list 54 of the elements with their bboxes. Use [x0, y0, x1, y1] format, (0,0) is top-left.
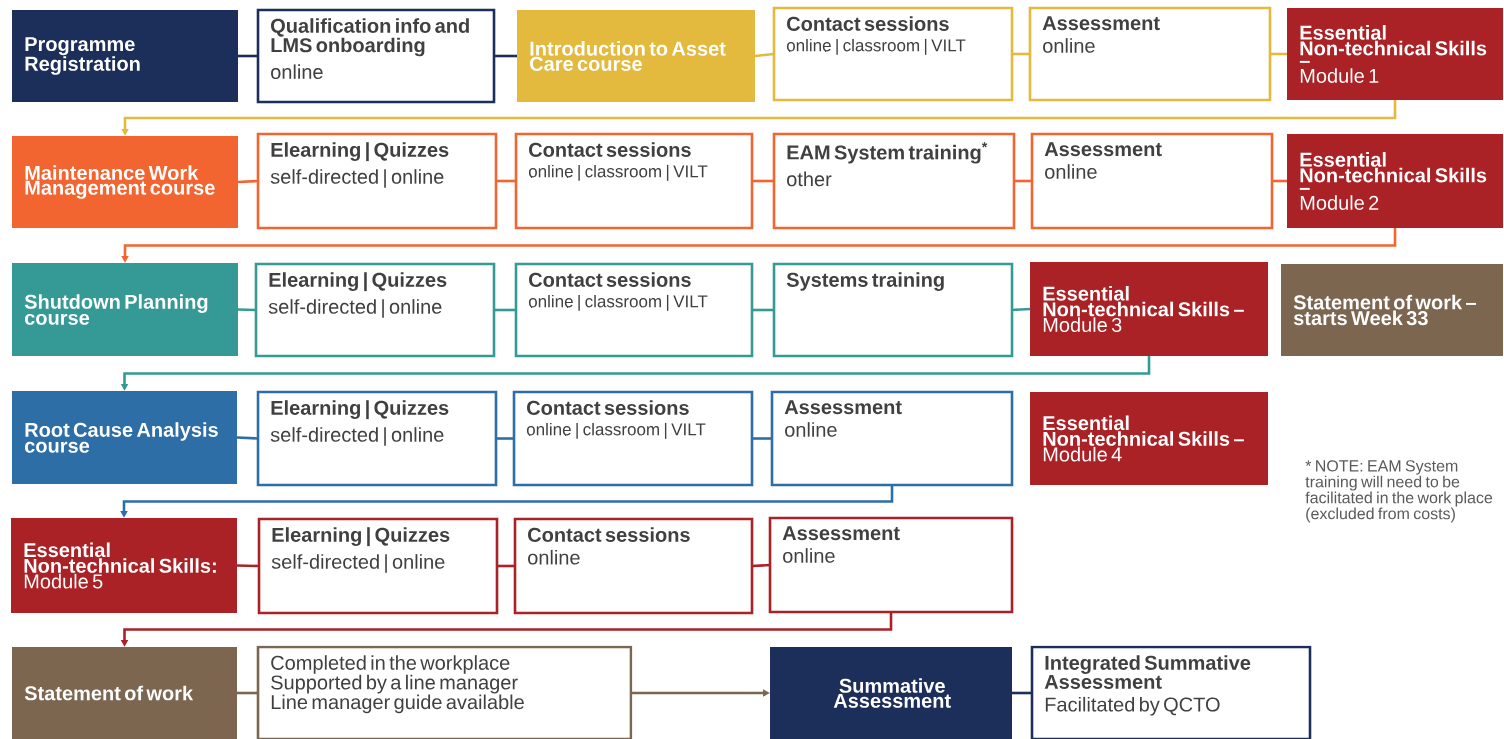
connector-line [751, 563, 771, 568]
connector-line [236, 564, 260, 568]
course-box: Statement of work [12, 647, 237, 739]
activity-box: Elearning | Quizzes self-directed | online [254, 262, 496, 358]
course-box: Programme Registration [12, 10, 238, 102]
course-box: Essential Non-technical Skills – Module 1 [1287, 8, 1503, 100]
connector-line [1270, 52, 1287, 56]
activity-box: Assessment online [768, 516, 1014, 614]
connector-line [496, 179, 516, 183]
connector-line [494, 54, 517, 58]
activity-box: Assessment online [1028, 6, 1272, 102]
course-box: Summative Assessment [770, 647, 1012, 739]
connector-line [497, 564, 515, 568]
activity-box: Contact sessions online | classroom | VILT [514, 132, 754, 230]
activity-box: Contact sessions online | classroom | VILT [772, 6, 1014, 102]
connector-line [752, 308, 774, 312]
connector-line [1012, 52, 1030, 56]
activity-box: Completed in the workplace Supported by a line manager Line manager guide available [256, 645, 633, 739]
connector-line [237, 179, 259, 184]
course-box: Essential Non-technical Skills: Module 5 [11, 518, 237, 613]
note: * NOTE: EAM System training will need to be facilitated in the work place (excluded from costs) [1305, 460, 1493, 523]
activity-box: Elearning | Quizzes self-directed | online [256, 390, 498, 487]
course-box: Essential Non-technical Skills – Module 3 [1030, 262, 1268, 356]
activity-box: Contact sessions online [513, 517, 754, 615]
course-box: Introduction to Asset Care course [517, 10, 755, 102]
connector-line [754, 52, 775, 58]
connector-line [238, 54, 258, 58]
connector-line [236, 436, 259, 440]
course-box: Essential Non-technical Skills – Module 4 [1030, 392, 1268, 485]
course-box: Root Cause Analysis course [12, 391, 237, 484]
activity-box: Assessment online [770, 390, 1014, 487]
course-box: Maintenance Work Management course [12, 136, 238, 228]
connector-line [1014, 179, 1032, 183]
activity-box: EAM System training$^{*}$ other [772, 132, 1016, 230]
connector-line [752, 179, 774, 183]
connector-line [1011, 307, 1031, 312]
activity-box: Integrated Summative Assessment Facilitated by QCTO [1030, 645, 1312, 739]
connector-line [752, 437, 772, 440]
activity-box: Assessment online [1030, 132, 1274, 230]
course-box: Essential Non-technical Skills – Module 2 [1287, 134, 1503, 228]
connector-line [494, 308, 516, 312]
activity-box: Contact sessions online | classroom | VILT [512, 390, 754, 487]
course-box: Shutdown Planning course [12, 263, 238, 356]
connector-line [237, 691, 258, 695]
activity-box: Elearning | Quizzes self-directed | online [257, 517, 499, 615]
activity-box: Elearning | Quizzes self-directed | online [256, 132, 498, 230]
connector-line [237, 308, 257, 312]
connector-line [496, 437, 514, 440]
connector-line [1272, 179, 1287, 183]
course-box: Statement of work – starts Week 33 [1281, 264, 1503, 356]
connector-line [1012, 691, 1032, 695]
activity-box: Contact sessions online | classroom | VILT [514, 262, 754, 358]
activity-box: Systems training [772, 262, 1014, 358]
activity-box: Qualification info and LMS onboarding online [256, 8, 496, 104]
